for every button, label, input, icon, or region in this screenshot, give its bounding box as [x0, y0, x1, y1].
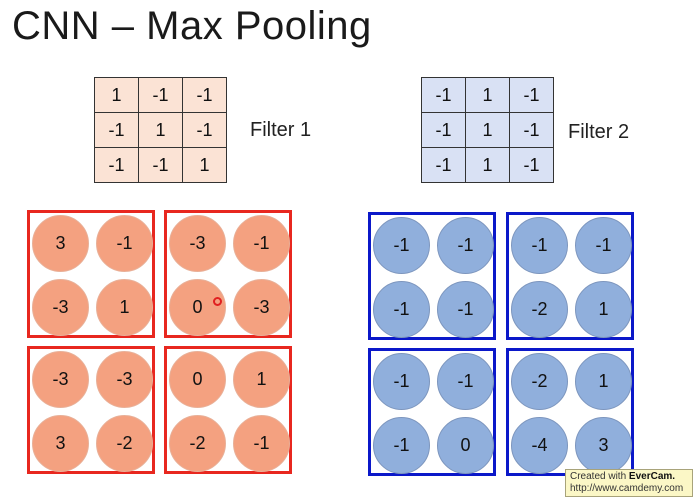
red-pool-window-bottom-right: 0 1 -2 -1	[164, 346, 292, 474]
red-feature-cell: -3	[32, 351, 89, 408]
blue-pool-window-top-right: -1 -1 -2 1	[506, 212, 634, 340]
blue-feature-cell: -2	[511, 353, 568, 410]
red-feature-cell: 3	[32, 415, 89, 472]
red-feature-cell: -3	[233, 279, 290, 336]
blue-pool-window-top-left: -1 -1 -1 -1	[368, 212, 496, 340]
filter-cell: -1	[138, 147, 183, 183]
filter-cell: -1	[421, 112, 466, 148]
filter-cell: 1	[94, 77, 139, 113]
filter-2-matrix: -1 1 -1 -1 1 -1 -1 1 -1	[421, 77, 554, 183]
filter-cell: -1	[421, 147, 466, 183]
filter-cell: -1	[182, 77, 227, 113]
filter-cell: 1	[465, 77, 510, 113]
watermark-line-1: Created with EverCam.	[570, 471, 688, 483]
red-feature-cell: -1	[96, 215, 153, 272]
filter-cell: -1	[94, 147, 139, 183]
watermark-url: http://www.camdemy.com	[570, 483, 684, 494]
blue-pool-window-bottom-left: -1 -1 -1 0	[368, 348, 496, 476]
red-feature-cell: -2	[96, 415, 153, 472]
red-pool-window-top-right: -3 -1 0 -3	[164, 210, 292, 338]
red-feature-cell: 1	[96, 279, 153, 336]
filter-2-label: Filter 2	[568, 121, 630, 143]
red-feature-cell: -3	[169, 215, 226, 272]
blue-feature-cell: -4	[511, 417, 568, 474]
blue-feature-cell: 3	[575, 417, 632, 474]
blue-pool-window-bottom-right: -2 1 -4 3	[506, 348, 634, 476]
red-feature-cell: -1	[233, 415, 290, 472]
filter-cell: 1	[465, 112, 510, 148]
blue-feature-cell: -1	[575, 217, 632, 274]
blue-feature-cell: 1	[575, 281, 632, 338]
watermark-prefix: Created with	[570, 471, 627, 482]
red-feature-cell: -1	[233, 215, 290, 272]
blue-feature-cell: -1	[373, 417, 430, 474]
filter-cell: -1	[94, 112, 139, 148]
red-pool-window-top-left: 3 -1 -3 1	[27, 210, 155, 338]
filter-cell: 1	[465, 147, 510, 183]
filter-cell: -1	[182, 112, 227, 148]
red-feature-cell: -2	[169, 415, 226, 472]
pointer-cursor-icon	[213, 297, 222, 306]
blue-feature-cell: -1	[437, 353, 494, 410]
filter-cell: 1	[182, 147, 227, 183]
red-feature-cell: 0	[169, 351, 226, 408]
blue-feature-cell: -1	[373, 281, 430, 338]
blue-feature-cell: -1	[373, 353, 430, 410]
blue-feature-cell: 0	[437, 417, 494, 474]
filter-cell: -1	[509, 147, 554, 183]
filter-cell: -1	[421, 77, 466, 113]
page-title: CNN – Max Pooling	[12, 4, 372, 48]
blue-feature-cell: -1	[437, 217, 494, 274]
blue-feature-cell: 1	[575, 353, 632, 410]
red-feature-cell: -3	[96, 351, 153, 408]
blue-feature-cell: -1	[373, 217, 430, 274]
blue-feature-cell: -2	[511, 281, 568, 338]
filter-cell: -1	[509, 112, 554, 148]
red-feature-cell: 3	[32, 215, 89, 272]
red-feature-cell: 0	[169, 279, 226, 336]
red-feature-cell: 1	[233, 351, 290, 408]
red-pool-window-bottom-left: -3 -3 3 -2	[27, 346, 155, 474]
watermark-brand: EverCam.	[628, 471, 676, 482]
filter-cell: 1	[138, 112, 183, 148]
blue-feature-cell: -1	[437, 281, 494, 338]
filter-1-matrix: 1 -1 -1 -1 1 -1 -1 -1 1	[94, 77, 227, 183]
blue-feature-cell: -1	[511, 217, 568, 274]
filter-cell: -1	[138, 77, 183, 113]
evercam-watermark: Created with EverCam. http://www.camdemy…	[565, 469, 693, 497]
red-feature-cell: -3	[32, 279, 89, 336]
filter-1-label: Filter 1	[250, 119, 312, 141]
filter-cell: -1	[509, 77, 554, 113]
